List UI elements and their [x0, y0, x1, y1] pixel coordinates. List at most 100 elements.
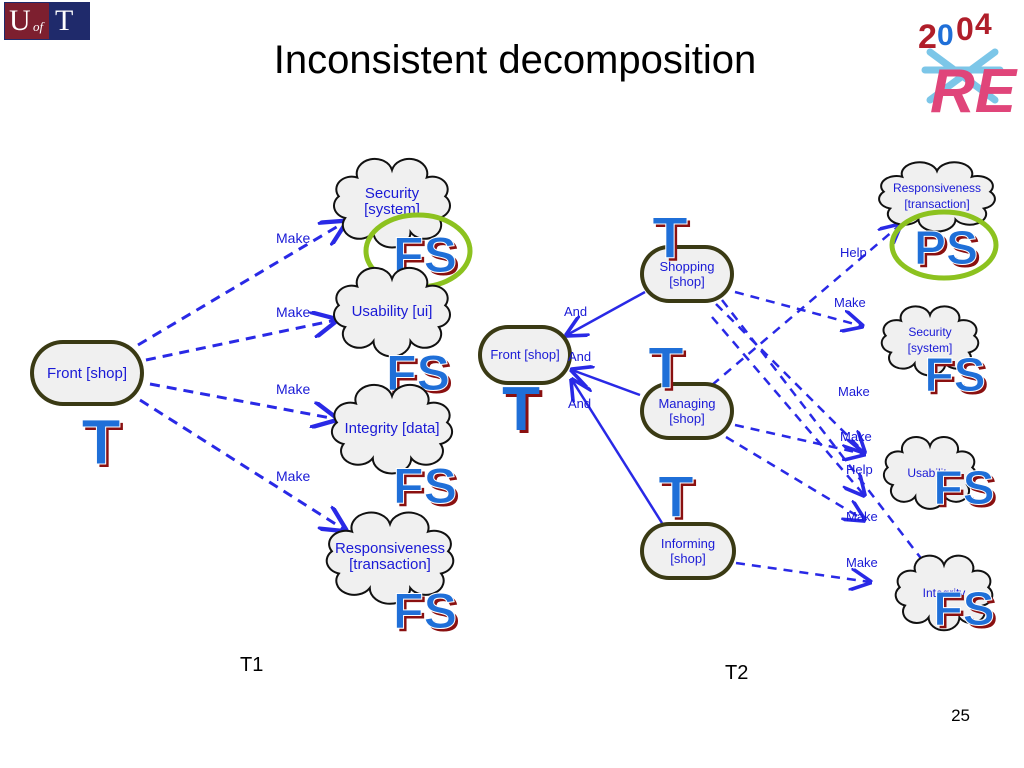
softgoal-name: Responsiveness — [335, 540, 445, 557]
t2-decomp-labels: And And And — [564, 304, 591, 411]
softgoal-type: [transaction] — [904, 197, 969, 211]
t2-contrib-label: Help — [846, 462, 873, 477]
softgoal-name: Integrity — [923, 586, 966, 600]
t2-task-badge: TT — [652, 206, 691, 275]
t1-softgoal-cloud: Integrity [data] — [330, 383, 454, 475]
t1-link-label: Make — [276, 304, 310, 320]
task-name: Managing — [658, 396, 715, 411]
slide-title: Inconsistent decomposition — [273, 38, 757, 82]
t1-softgoal-cloud: Usability [ui] — [333, 266, 451, 358]
svg-text:T: T — [505, 378, 543, 447]
softgoal-type: [system] — [908, 341, 953, 355]
t2-softgoal-cloud: Integrity — [894, 554, 994, 632]
svg-text:T: T — [81, 406, 120, 478]
svg-text:FS: FS — [396, 461, 460, 517]
svg-text:FS: FS — [933, 462, 994, 515]
page-number: 25 — [951, 706, 970, 725]
softgoal-type: [transaction] — [349, 556, 431, 573]
svg-text:FS: FS — [936, 586, 997, 639]
t2-task-node: Informing[shop] — [640, 522, 736, 580]
softgoal-name: Security — [908, 325, 951, 339]
t2-contrib-label: Make — [846, 509, 878, 524]
t2-decomp-label: And — [564, 304, 587, 319]
svg-text:T: T — [652, 206, 687, 271]
svg-text:FS: FS — [933, 583, 994, 636]
t2-softgoal-cloud: Security [system] — [880, 305, 980, 377]
t2-task-badge: TT — [658, 465, 697, 534]
svg-text:T: T — [651, 339, 686, 404]
softgoal-name: Usability — [907, 466, 952, 480]
t1-link-labels: Make Make Make Make — [276, 230, 310, 484]
softgoal-name: Security — [365, 185, 420, 202]
svg-text:2: 2 — [918, 18, 937, 56]
svg-text:FS: FS — [927, 352, 988, 405]
t2-tasks: Shopping[shop]TTManaging[shop]TTInformin… — [640, 206, 736, 580]
svg-text:PS: PS — [917, 225, 981, 278]
t2-contribution-labels: Help Make Make Make Help Make Make — [834, 245, 878, 570]
t2-contribution-links — [711, 225, 931, 582]
t1-softgoal-cloud: Security[system] — [333, 157, 451, 249]
svg-text:FS: FS — [393, 458, 457, 514]
t1-root-badge: T T — [81, 406, 124, 482]
t2-root-label: Front [shop] — [490, 347, 559, 362]
t2-contrib-label: Make — [834, 295, 866, 310]
t2-task-badge: TT — [648, 336, 687, 405]
svg-text:PS: PS — [914, 222, 978, 275]
t1-root-label: Front [shop] — [47, 365, 127, 382]
t2-decomposition-links — [567, 290, 664, 524]
task-type: [shop] — [670, 551, 705, 566]
svg-text:0: 0 — [937, 19, 954, 52]
t1-root-task: Front [shop] — [30, 340, 144, 406]
t1-link-label: Make — [276, 468, 310, 484]
t2-root-task: Front [shop] — [478, 325, 572, 385]
svg-text:RE: RE — [930, 57, 1018, 126]
svg-text:FS: FS — [924, 349, 985, 402]
t2-contrib-label: Help — [840, 245, 867, 260]
t1-links — [137, 222, 345, 530]
t2-contrib-label: Make — [840, 429, 872, 444]
t2-task-node: Shopping[shop] — [640, 245, 734, 303]
softgoal-name: Usability [ui] — [352, 303, 433, 320]
svg-text:T: T — [658, 465, 693, 530]
re2004-logo: 2 0 0 4 RE — [918, 8, 1018, 126]
svg-text:FS: FS — [393, 583, 457, 639]
task-name: Informing — [661, 536, 715, 551]
svg-text:FS: FS — [936, 465, 997, 518]
t2-root-badge: T T — [502, 375, 543, 447]
task-type: [shop] — [669, 274, 704, 289]
softgoal-name: Integrity [data] — [344, 420, 439, 437]
t2-decomp-label: And — [568, 396, 591, 411]
t1-link-label: Make — [276, 230, 310, 246]
t1-caption: T1 — [240, 654, 264, 676]
svg-text:0: 0 — [956, 11, 974, 47]
svg-text:T: T — [648, 336, 683, 401]
task-type: [shop] — [669, 411, 704, 426]
task-name: Shopping — [660, 259, 715, 274]
svg-text:T: T — [655, 209, 690, 274]
t2-task-node: Managing[shop] — [640, 382, 734, 440]
softgoal-name: Responsiveness — [893, 181, 981, 195]
svg-text:FS: FS — [396, 586, 460, 642]
t2-caption: T2 — [725, 662, 749, 684]
svg-text:T: T — [661, 468, 696, 533]
t2-contrib-label: Make — [838, 384, 870, 399]
t2-softgoal-cloud: Usability — [882, 436, 978, 510]
t2-contrib-label: Make — [846, 555, 878, 570]
svg-text:T: T — [502, 375, 540, 444]
highlight-circle — [889, 209, 999, 281]
svg-text:T: T — [84, 409, 123, 481]
svg-text:4: 4 — [975, 8, 992, 41]
t1-link-label: Make — [276, 381, 310, 397]
